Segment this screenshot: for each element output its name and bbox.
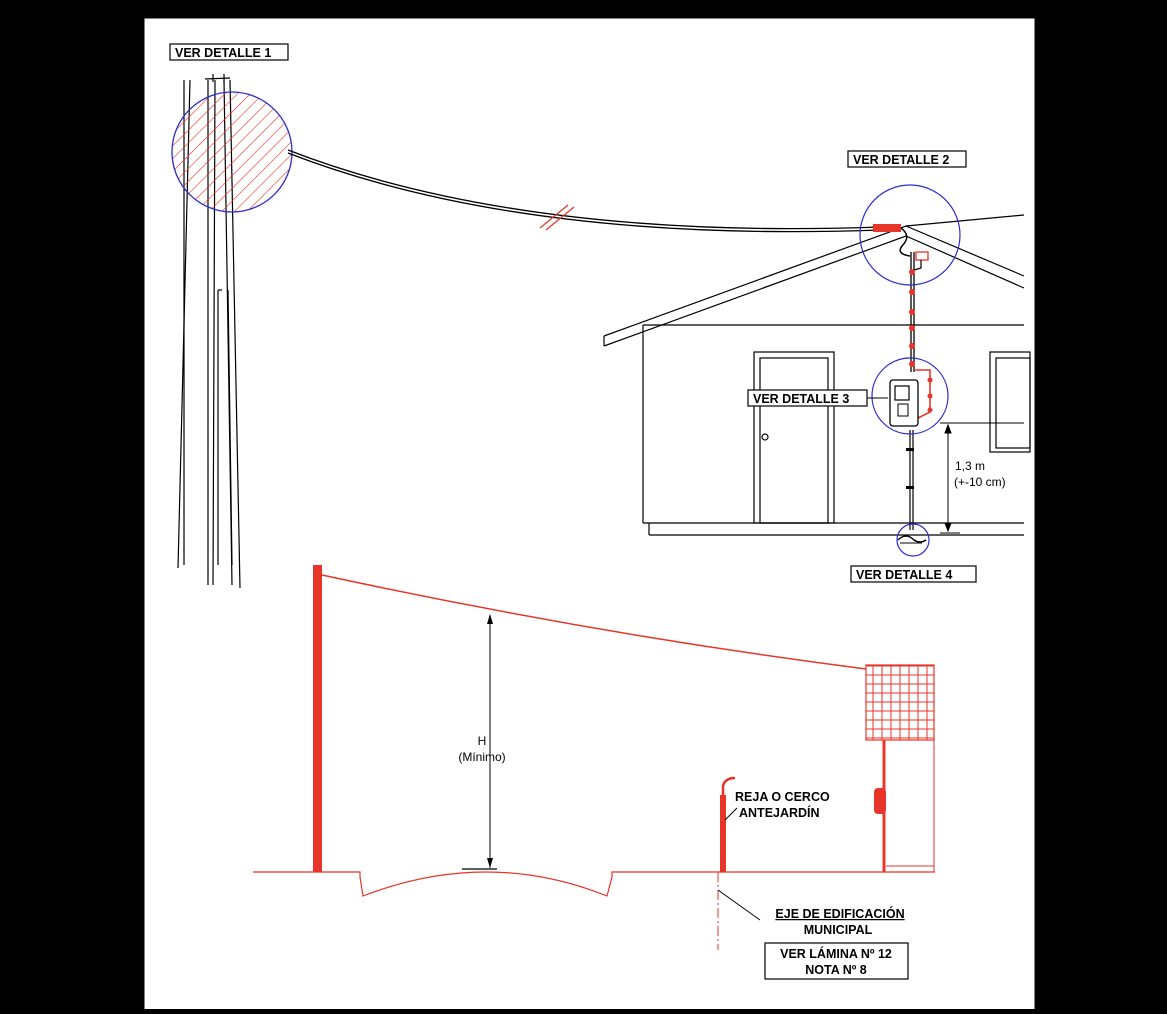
- detail-1-label: VER DETALLE 1: [175, 46, 271, 60]
- schematic-cable: [321, 574, 867, 670]
- schematic-pole: [313, 565, 322, 872]
- detail-1-circle: [171, 91, 293, 213]
- meter-display: [894, 385, 910, 401]
- reference-line-2: NOTA Nº 8: [805, 963, 867, 977]
- door-knob: [761, 433, 769, 441]
- schematic-building-top: [865, 664, 935, 741]
- detail-2-circle: [859, 184, 961, 286]
- detail-4-label: VER DETALLE 4: [856, 568, 952, 582]
- reference-box: [764, 942, 909, 980]
- building-line-label-1: EJE DE EDIFICACIÓN: [775, 906, 904, 921]
- clearance-symbol: H: [478, 734, 487, 748]
- detail-2-label-box: [847, 150, 967, 168]
- detail-4-circle: [896, 523, 930, 557]
- detail-2-label: VER DETALLE 2: [853, 153, 949, 167]
- reference-line-1: VER LÁMINA Nº 12: [780, 946, 892, 961]
- service-riser: [873, 224, 933, 544]
- schematic-meter: [874, 788, 886, 814]
- ground-profile: [253, 871, 935, 897]
- weatherhead: [915, 251, 929, 261]
- anchor-clamp: [873, 224, 901, 232]
- sheet-frame: [141, 15, 1038, 1014]
- clearance-schematic: [253, 565, 935, 950]
- fence-label-line2: ANTEJARDÍN: [739, 805, 820, 820]
- detail-3-circle: [871, 357, 949, 435]
- service-drop-cable: [287, 149, 881, 233]
- building-line-label-2: MUNICIPAL: [804, 923, 873, 937]
- clearance-note: (Mínimo): [458, 750, 505, 764]
- detail-1-label-box: [169, 43, 289, 61]
- fence-label-line1: REJA O CERCO: [735, 790, 830, 804]
- detail-3-label: VER DETALLE 3: [753, 392, 849, 406]
- detail-4-label-box: [850, 565, 977, 583]
- schematic-fence: [720, 795, 726, 872]
- ground-rod: [897, 535, 927, 543]
- meter-box: [889, 379, 919, 427]
- meter-height-tolerance: (+-10 cm): [954, 475, 1006, 489]
- meter-height-value: 1,3 m: [955, 459, 985, 473]
- meter-height-dimension: [940, 422, 1024, 534]
